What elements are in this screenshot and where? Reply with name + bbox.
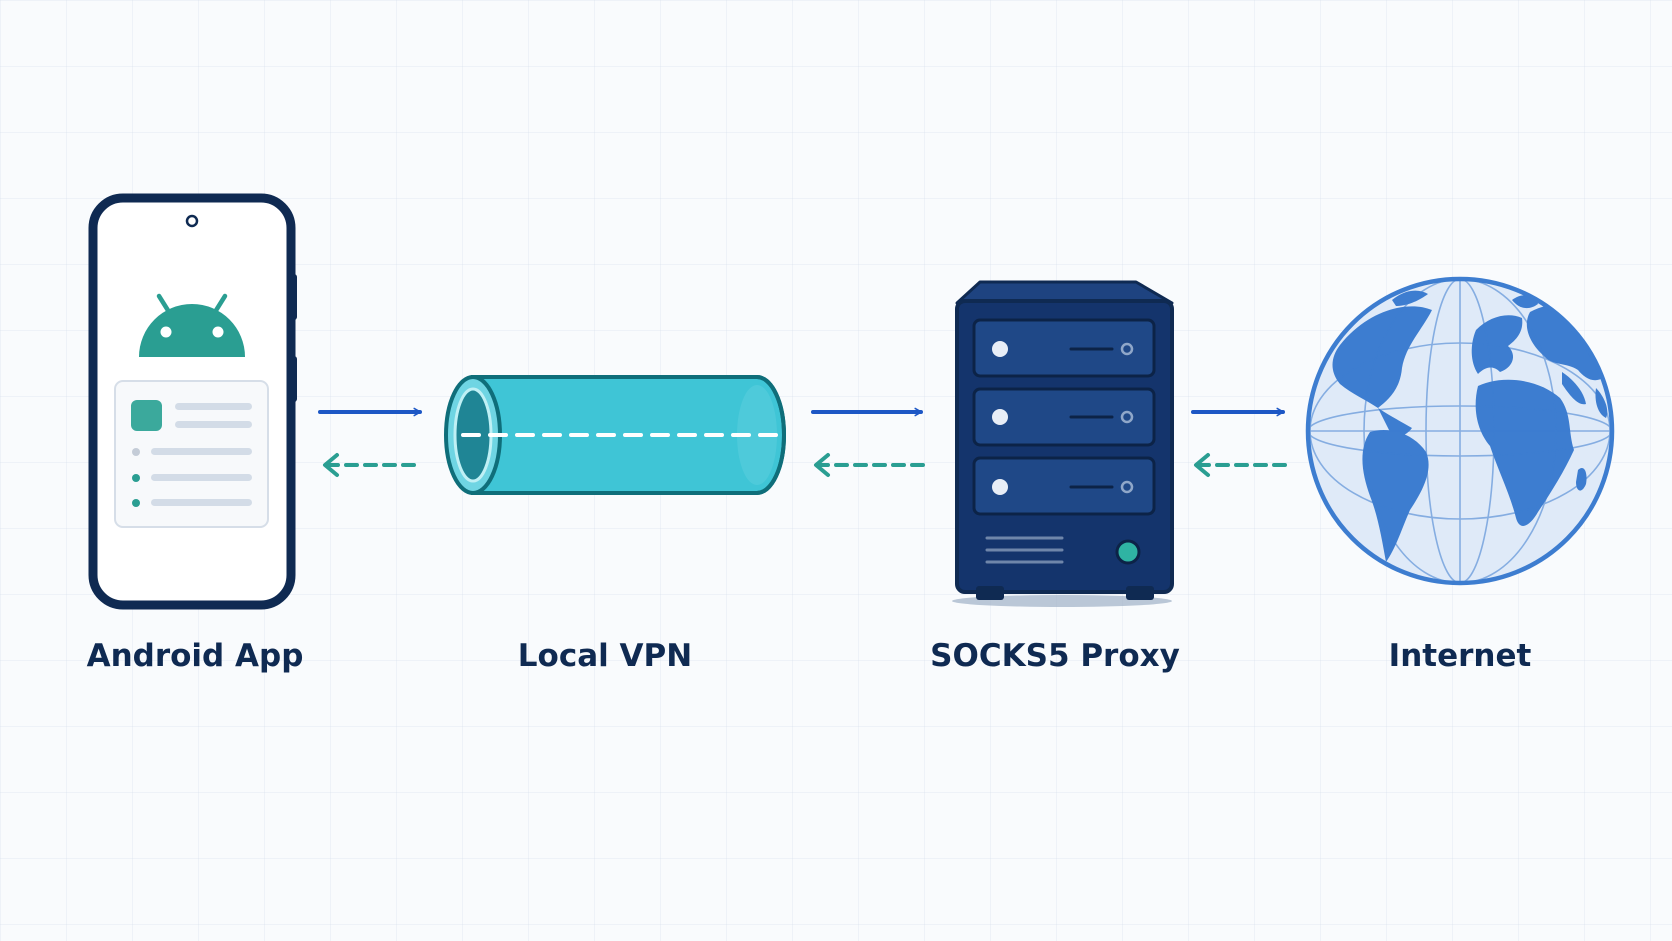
response-arrow-proxy-to-vpn — [814, 453, 925, 477]
server-icon — [952, 280, 1174, 607]
smartphone-icon — [88, 193, 297, 610]
tunnel-icon — [444, 375, 786, 495]
response-arrow-vpn-to-app — [323, 453, 416, 477]
android-app-label: Android App — [86, 638, 304, 674]
app-card-icon — [114, 380, 269, 528]
globe-icon — [1305, 276, 1615, 586]
local-vpn-label: Local VPN — [517, 638, 693, 674]
android-logo-icon — [139, 293, 245, 357]
power-led-icon — [1115, 539, 1141, 565]
internet-label: Internet — [1388, 638, 1532, 674]
socks5-proxy-label: SOCKS5 Proxy — [930, 638, 1180, 674]
camera-icon — [185, 214, 199, 228]
response-arrow-internet-to-proxy — [1194, 453, 1287, 477]
